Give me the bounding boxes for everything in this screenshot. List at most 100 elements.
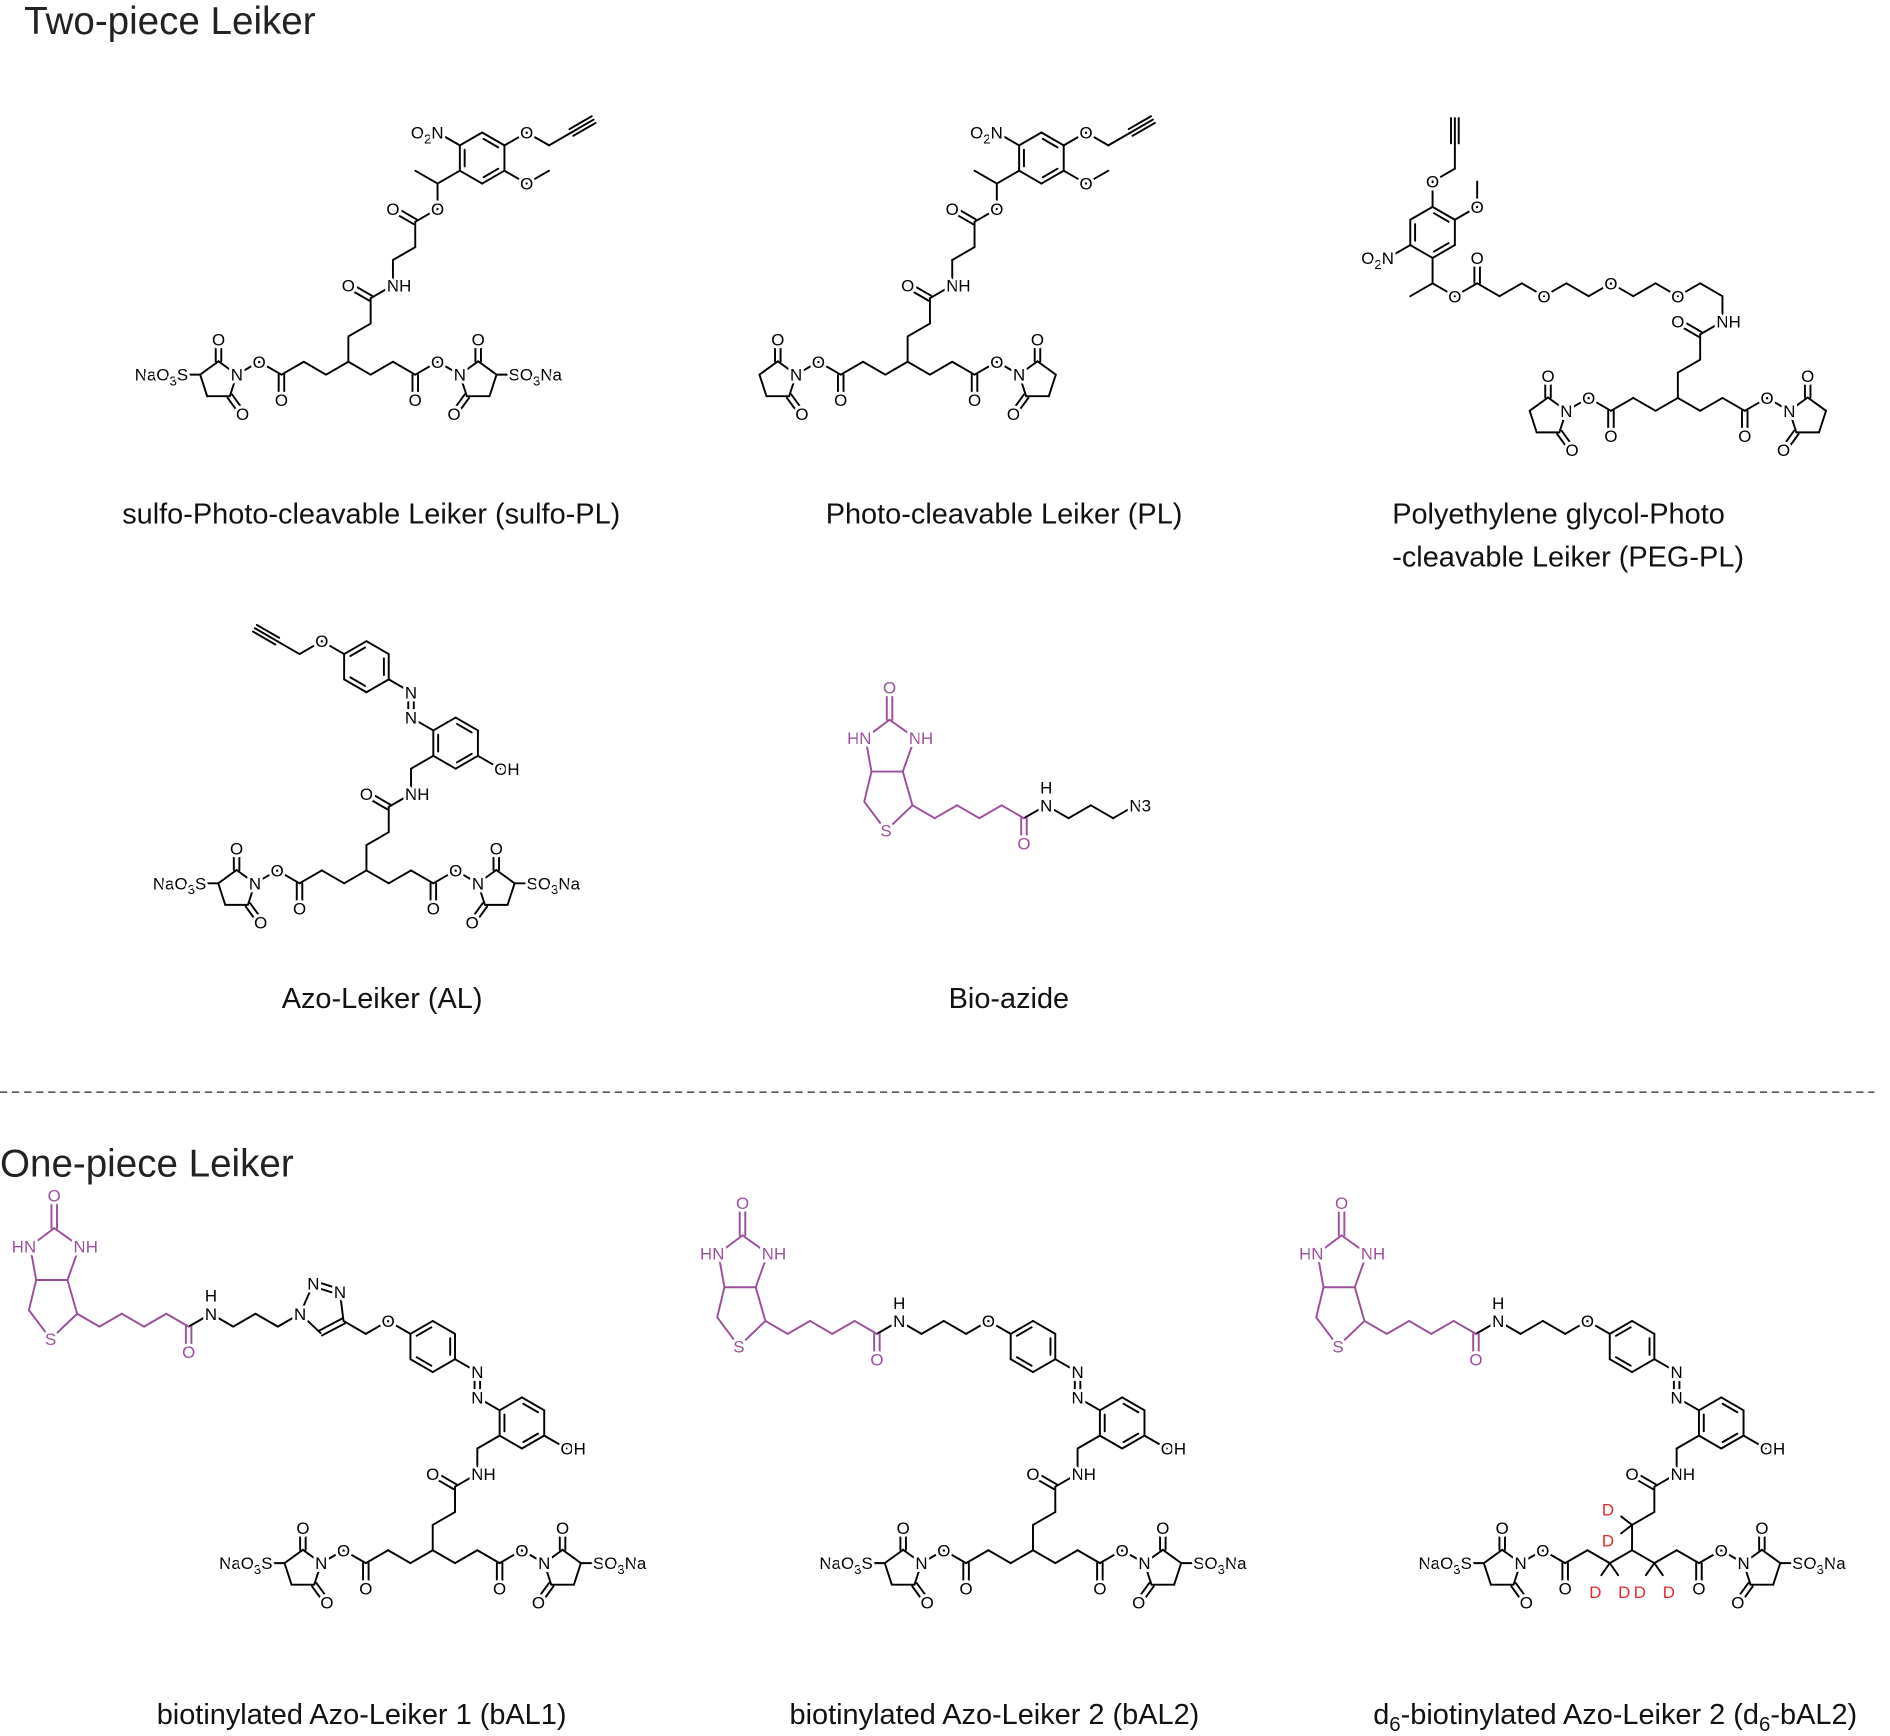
bond — [454, 1358, 479, 1374]
bond — [1743, 396, 1769, 412]
bond — [342, 1320, 367, 1335]
bond — [365, 678, 390, 694]
bond — [1129, 118, 1154, 134]
bond — [343, 640, 368, 656]
bond — [1609, 282, 1635, 298]
atom-label: O — [1520, 1593, 1533, 1612]
atom-label: O — [1604, 427, 1617, 446]
bond — [1453, 282, 1479, 298]
bond — [415, 1356, 433, 1367]
bond — [795, 360, 820, 376]
atom-label: O — [254, 913, 267, 932]
bond — [1653, 1472, 1678, 1488]
bond — [1482, 1548, 1504, 1565]
bond — [488, 373, 498, 398]
bond — [414, 169, 439, 185]
bond — [276, 1312, 302, 1328]
bond — [817, 360, 842, 376]
bond — [1675, 322, 1700, 338]
atom-label: N — [1071, 1388, 1083, 1407]
atom-label: O — [982, 1312, 995, 1331]
bond — [1739, 1585, 1754, 1605]
bond — [717, 1234, 744, 1255]
bond — [365, 640, 390, 656]
bond — [1614, 1326, 1632, 1337]
bond — [1697, 1434, 1723, 1450]
atom-label: N — [334, 1283, 346, 1302]
atom-label: O — [1541, 367, 1554, 386]
atom-label: O — [466, 913, 479, 932]
bond — [572, 1562, 582, 1586]
bond — [1788, 409, 1798, 434]
bond — [1528, 396, 1549, 412]
bond — [1697, 1549, 1723, 1565]
bond — [143, 1312, 168, 1328]
bond — [311, 1285, 341, 1296]
bond — [1032, 1549, 1057, 1565]
bond — [902, 1548, 923, 1565]
bond — [1564, 1320, 1589, 1335]
atom-label: O — [937, 1541, 950, 1560]
bond — [199, 360, 220, 376]
atom-label: O — [1581, 1312, 1594, 1331]
atom-label: HN — [700, 1245, 724, 1264]
bond — [884, 360, 909, 376]
bond — [454, 1549, 479, 1565]
bond — [458, 373, 468, 398]
bond — [410, 716, 435, 732]
bond — [570, 118, 595, 134]
bond — [1632, 282, 1657, 298]
deuterium-label: D — [1602, 1500, 1614, 1519]
bond — [1121, 1434, 1146, 1450]
bond — [1036, 360, 1057, 376]
bond — [1721, 396, 1746, 412]
bond — [244, 905, 260, 926]
bond — [522, 1402, 539, 1414]
deuterium-label: D — [1602, 1532, 1614, 1551]
bond — [987, 1549, 1012, 1565]
atom-label: NH — [762, 1245, 786, 1264]
atom-label: O — [236, 405, 249, 424]
atom-label: NH — [1072, 1465, 1096, 1484]
bond — [409, 1320, 434, 1335]
bond — [1173, 1562, 1183, 1586]
bond — [1022, 804, 1048, 820]
bond — [1653, 1358, 1678, 1374]
bond — [1678, 318, 1703, 333]
atom-label: SO3Na — [527, 874, 581, 897]
bond — [1098, 1396, 1124, 1412]
bond — [430, 1475, 455, 1491]
bond — [911, 804, 936, 820]
bond — [199, 373, 209, 398]
bond — [1161, 1548, 1183, 1565]
bond — [942, 1549, 968, 1565]
deuterium-label: D — [1663, 1583, 1675, 1602]
bond — [1620, 1523, 1634, 1535]
caption-part: -bAL2) — [1770, 1699, 1857, 1731]
bond — [98, 1312, 123, 1328]
atom-label: NaO3S — [153, 874, 206, 897]
atom-label: SO3Na — [509, 366, 563, 389]
bond — [911, 1585, 926, 1605]
bond — [788, 373, 798, 398]
bond — [1122, 1402, 1140, 1414]
atom-label: O — [427, 900, 440, 919]
atom-label: NH — [471, 1465, 495, 1484]
bond — [349, 646, 367, 657]
bond — [862, 360, 887, 376]
section-title-one-piece: One-piece Leiker — [0, 1143, 294, 1186]
atom-label: O2N — [411, 124, 444, 147]
bond — [476, 754, 502, 770]
bond — [253, 627, 279, 643]
atom-label: N — [1071, 1363, 1083, 1382]
bond — [409, 1549, 434, 1565]
bond — [776, 360, 798, 376]
bond — [839, 360, 864, 376]
bond — [318, 1317, 344, 1332]
bond — [365, 831, 390, 847]
bond — [364, 1549, 390, 1565]
bond — [431, 1549, 456, 1565]
bond — [1632, 1470, 1657, 1486]
atom-label: OH — [1760, 1440, 1785, 1459]
